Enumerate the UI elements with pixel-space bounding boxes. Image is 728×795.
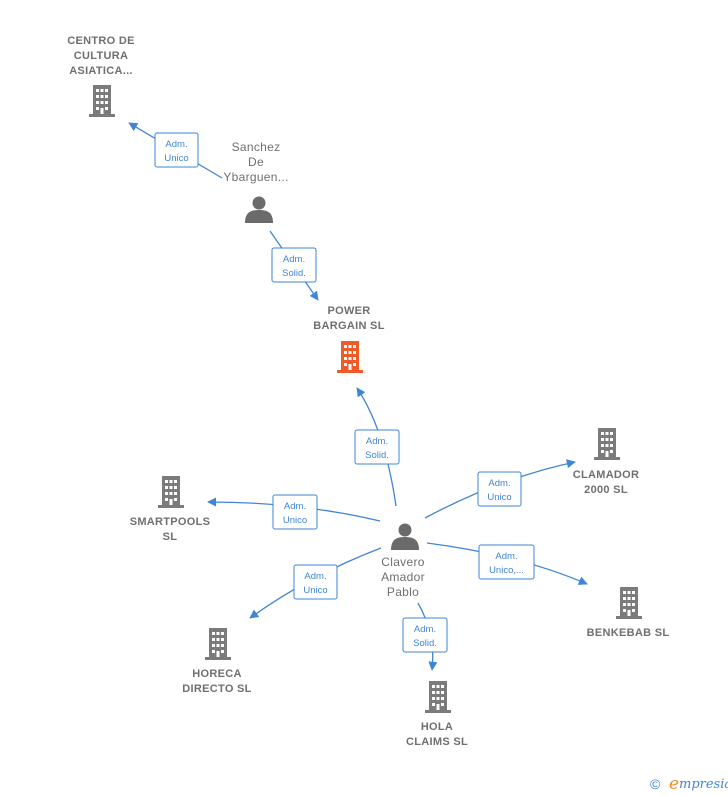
svg-text:Adm.: Adm. [165,139,187,150]
node-sanchez-de-ybarguen[interactable]: Sanchez De Ybarguen... [223,140,288,223]
svg-text:Unico,...: Unico,... [489,565,524,576]
edge-label-sanchez-power[interactable]: Adm. Solid. [271,247,317,283]
node-clamador-2000-sl[interactable]: CLAMADOR 2000 SL [573,428,640,496]
building-icon [337,341,363,373]
svg-text:Amador: Amador [381,570,425,584]
empresia-watermark: © e mpresia [650,774,728,794]
node-smartpools-sl[interactable]: SMARTPOOLS SL [130,476,211,543]
building-icon [89,85,115,117]
person-icon [391,523,419,550]
svg-text:2000 SL: 2000 SL [584,484,628,496]
svg-text:Adm.: Adm. [414,624,436,635]
node-clavero-amador-pablo[interactable]: Clavero Amador Pablo [381,523,425,600]
edges [128,122,588,671]
node-power-bargain-sl[interactable]: POWER BARGAIN SL [313,305,384,373]
edge-label-clavero-clamador[interactable]: Adm. Unico [477,471,522,507]
svg-text:Clavero: Clavero [381,555,424,569]
svg-text:Adm.: Adm. [366,436,388,447]
svg-text:HOLA: HOLA [421,721,453,733]
edge-label-clavero-hola[interactable]: Adm. Solid. [402,617,448,653]
node-benkebab-sl[interactable]: BENKEBAB SL [587,587,670,639]
edge-label-clavero-power[interactable]: Adm. Solid. [354,429,400,465]
svg-text:Ybarguen...: Ybarguen... [223,170,288,184]
node-centro-de-cultura-asiatica[interactable]: CENTRO DE CULTURA ASIATICA... [67,35,134,117]
svg-text:Solid.: Solid. [413,638,437,649]
building-icon [205,628,231,660]
building-icon [425,681,451,713]
node-horeca-directo-sl[interactable]: HORECA DIRECTO SL [182,628,251,695]
svg-text:HORECA: HORECA [192,668,241,680]
building-icon [158,476,184,508]
svg-text:BARGAIN SL: BARGAIN SL [313,320,384,332]
svg-text:DIRECTO SL: DIRECTO SL [182,683,251,695]
svg-text:CLAIMS SL: CLAIMS SL [406,736,468,748]
svg-text:Solid.: Solid. [282,268,306,279]
building-icon [616,587,642,619]
svg-text:Pablo: Pablo [387,585,419,599]
svg-text:Unico: Unico [164,153,188,164]
svg-text:CULTURA: CULTURA [74,50,128,62]
svg-text:mpresia: mpresia [679,777,728,792]
svg-text:e: e [669,774,679,794]
svg-text:Sanchez: Sanchez [232,140,281,154]
svg-text:Adm.: Adm. [284,501,306,512]
svg-text:CENTRO DE: CENTRO DE [67,35,134,47]
edge-label-clavero-benkebab[interactable]: Adm. Unico,... [478,544,535,580]
edge-label-sanchez-centro[interactable]: Adm. Unico [154,132,199,168]
building-icon [594,428,620,460]
svg-text:Unico: Unico [283,515,307,526]
svg-text:Adm.: Adm. [495,551,517,562]
edge-label-clavero-horeca[interactable]: Adm. Unico [293,564,338,600]
svg-text:©: © [650,776,661,792]
svg-text:Unico: Unico [303,585,327,596]
node-hola-claims-sl[interactable]: HOLA CLAIMS SL [406,681,468,748]
edge-label-clavero-smartpools[interactable]: Adm. Unico [272,494,318,530]
svg-text:SMARTPOOLS: SMARTPOOLS [130,516,211,528]
svg-text:SL: SL [163,531,178,543]
svg-text:CLAMADOR: CLAMADOR [573,469,640,481]
svg-text:POWER: POWER [327,305,370,317]
svg-text:De: De [248,155,264,169]
svg-text:Adm.: Adm. [283,254,305,265]
svg-text:Adm.: Adm. [488,478,510,489]
svg-text:BENKEBAB SL: BENKEBAB SL [587,627,670,639]
svg-text:Solid.: Solid. [365,450,389,461]
person-icon [245,196,273,223]
svg-text:ASIATICA...: ASIATICA... [69,65,133,77]
svg-text:Adm.: Adm. [304,571,326,582]
svg-text:Unico: Unico [487,492,511,503]
